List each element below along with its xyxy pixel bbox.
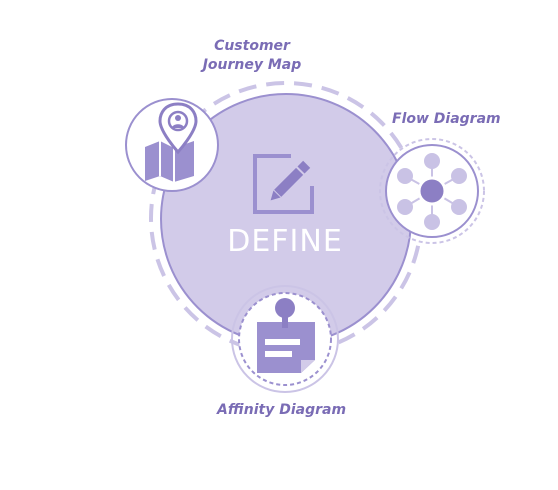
edit-icon — [253, 154, 314, 214]
map-location-icon — [145, 102, 198, 182]
flow-diagram-label: Flow Diagram — [392, 111, 501, 127]
network-nodes-icon — [397, 153, 467, 230]
sticky-note-icon — [257, 298, 315, 373]
customer-journey-map-label: Customer Journey Map — [196, 37, 308, 75]
affinity-diagram-label: Affinity Diagram — [217, 402, 347, 418]
customer-journey-map-label-line2: Journey Map — [202, 57, 302, 73]
customer-journey-map-label-line1: Customer — [214, 38, 290, 54]
customer-journey-map-node — [125, 98, 219, 192]
affinity-diagram-node — [231, 285, 339, 393]
define-label: DEFINE — [227, 224, 343, 259]
flow-diagram-node — [379, 138, 485, 244]
